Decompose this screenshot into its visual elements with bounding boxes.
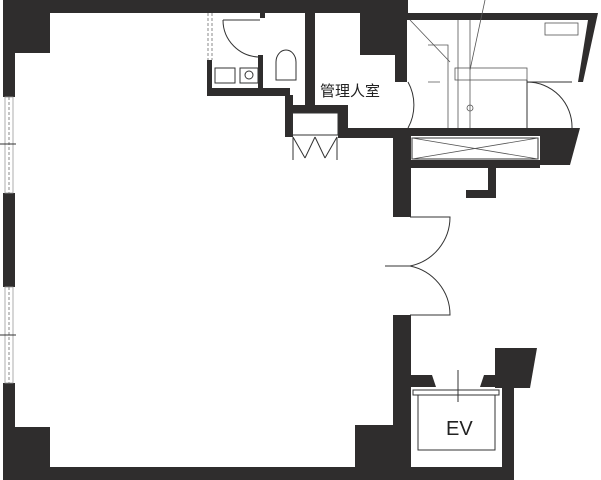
staircase: [405, 0, 598, 198]
elevator-label: EV: [446, 418, 473, 440]
toilet-area: [207, 13, 408, 160]
manager-room-door: [407, 81, 415, 129]
toilet-icon: [275, 49, 297, 81]
window-left-upper: [0, 96, 16, 194]
entrance-double-door: [385, 216, 451, 316]
window-left-lower: [0, 286, 16, 384]
manager-room-label: 管理人室: [320, 82, 381, 100]
exterior-walls: [3, 0, 411, 480]
elevator-shaft: [393, 348, 537, 480]
